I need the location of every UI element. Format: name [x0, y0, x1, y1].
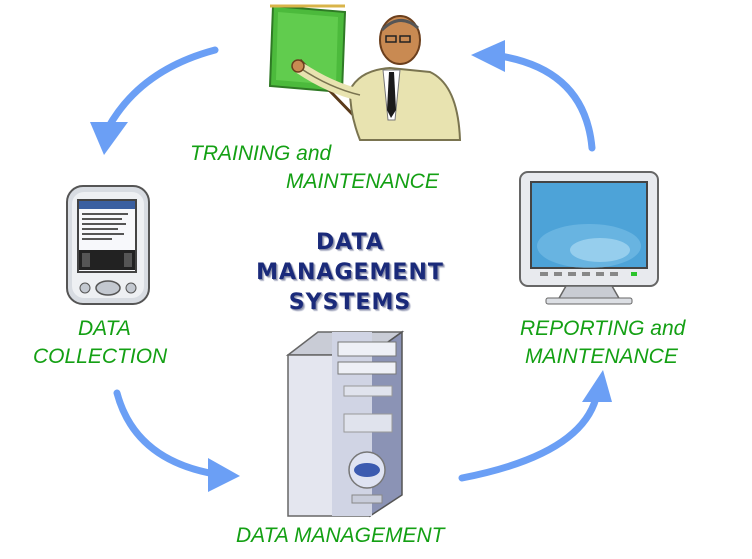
label-collection-line-2: COLLECTION [33, 345, 168, 368]
arrow-management-to-reporting [458, 370, 612, 482]
label-training-line-2: MAINTENANCE [286, 170, 439, 193]
label-collection: DATA COLLECTION [33, 315, 167, 371]
title-line-3: SYSTEMS [288, 290, 412, 315]
title-line-1: DATA [316, 230, 384, 255]
label-reporting-line-1: REPORTING and [520, 317, 686, 340]
label-collection-line-1: DATA [78, 317, 131, 340]
label-reporting-line-2: MAINTENANCE [525, 345, 678, 368]
label-training-line-1: TRAINING and [190, 142, 332, 165]
label-management: DATA MANAGEMENT [236, 522, 444, 550]
arrow-collection-to-management [113, 389, 240, 492]
label-reporting: REPORTING and MAINTENANCE [520, 315, 685, 371]
label-training: TRAINING and MAINTENANCE [190, 140, 439, 196]
title-line-2: MANAGEMENT [256, 260, 444, 285]
arrow-reporting-to-training [471, 40, 596, 152]
arrow-training-to-collection [90, 46, 219, 155]
label-management-line-1: DATA MANAGEMENT [236, 524, 445, 547]
diagram-title: DATA MANAGEMENT SYSTEMS [246, 228, 454, 318]
